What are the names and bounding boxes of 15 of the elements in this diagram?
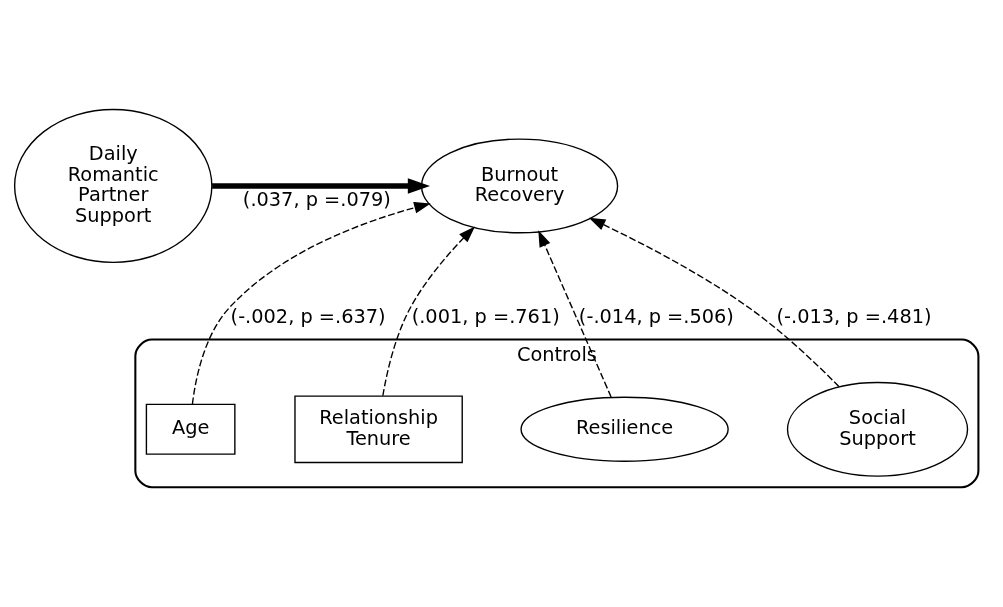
edge-label: (.037, p =.079) <box>242 187 391 211</box>
edge-label: (-.002, p =.637) <box>230 304 386 328</box>
edge-label: (-.014, p =.506) <box>578 304 734 328</box>
arrow <box>588 217 840 387</box>
edge-label: (-.013, p =.481) <box>776 304 932 328</box>
node-ellipse: Resilience <box>519 396 729 462</box>
node-box: Relationship Tenure <box>293 394 463 463</box>
node-ellipse: Daily Romantic Partner Support <box>13 108 212 263</box>
node-ellipse: Social Support <box>786 381 968 477</box>
arrow <box>537 229 612 398</box>
arrow <box>191 201 431 405</box>
edge-label: (.001, p =.761) <box>411 304 560 328</box>
node-box: Age <box>145 403 236 455</box>
arrow <box>211 177 430 194</box>
arrow <box>381 226 475 396</box>
